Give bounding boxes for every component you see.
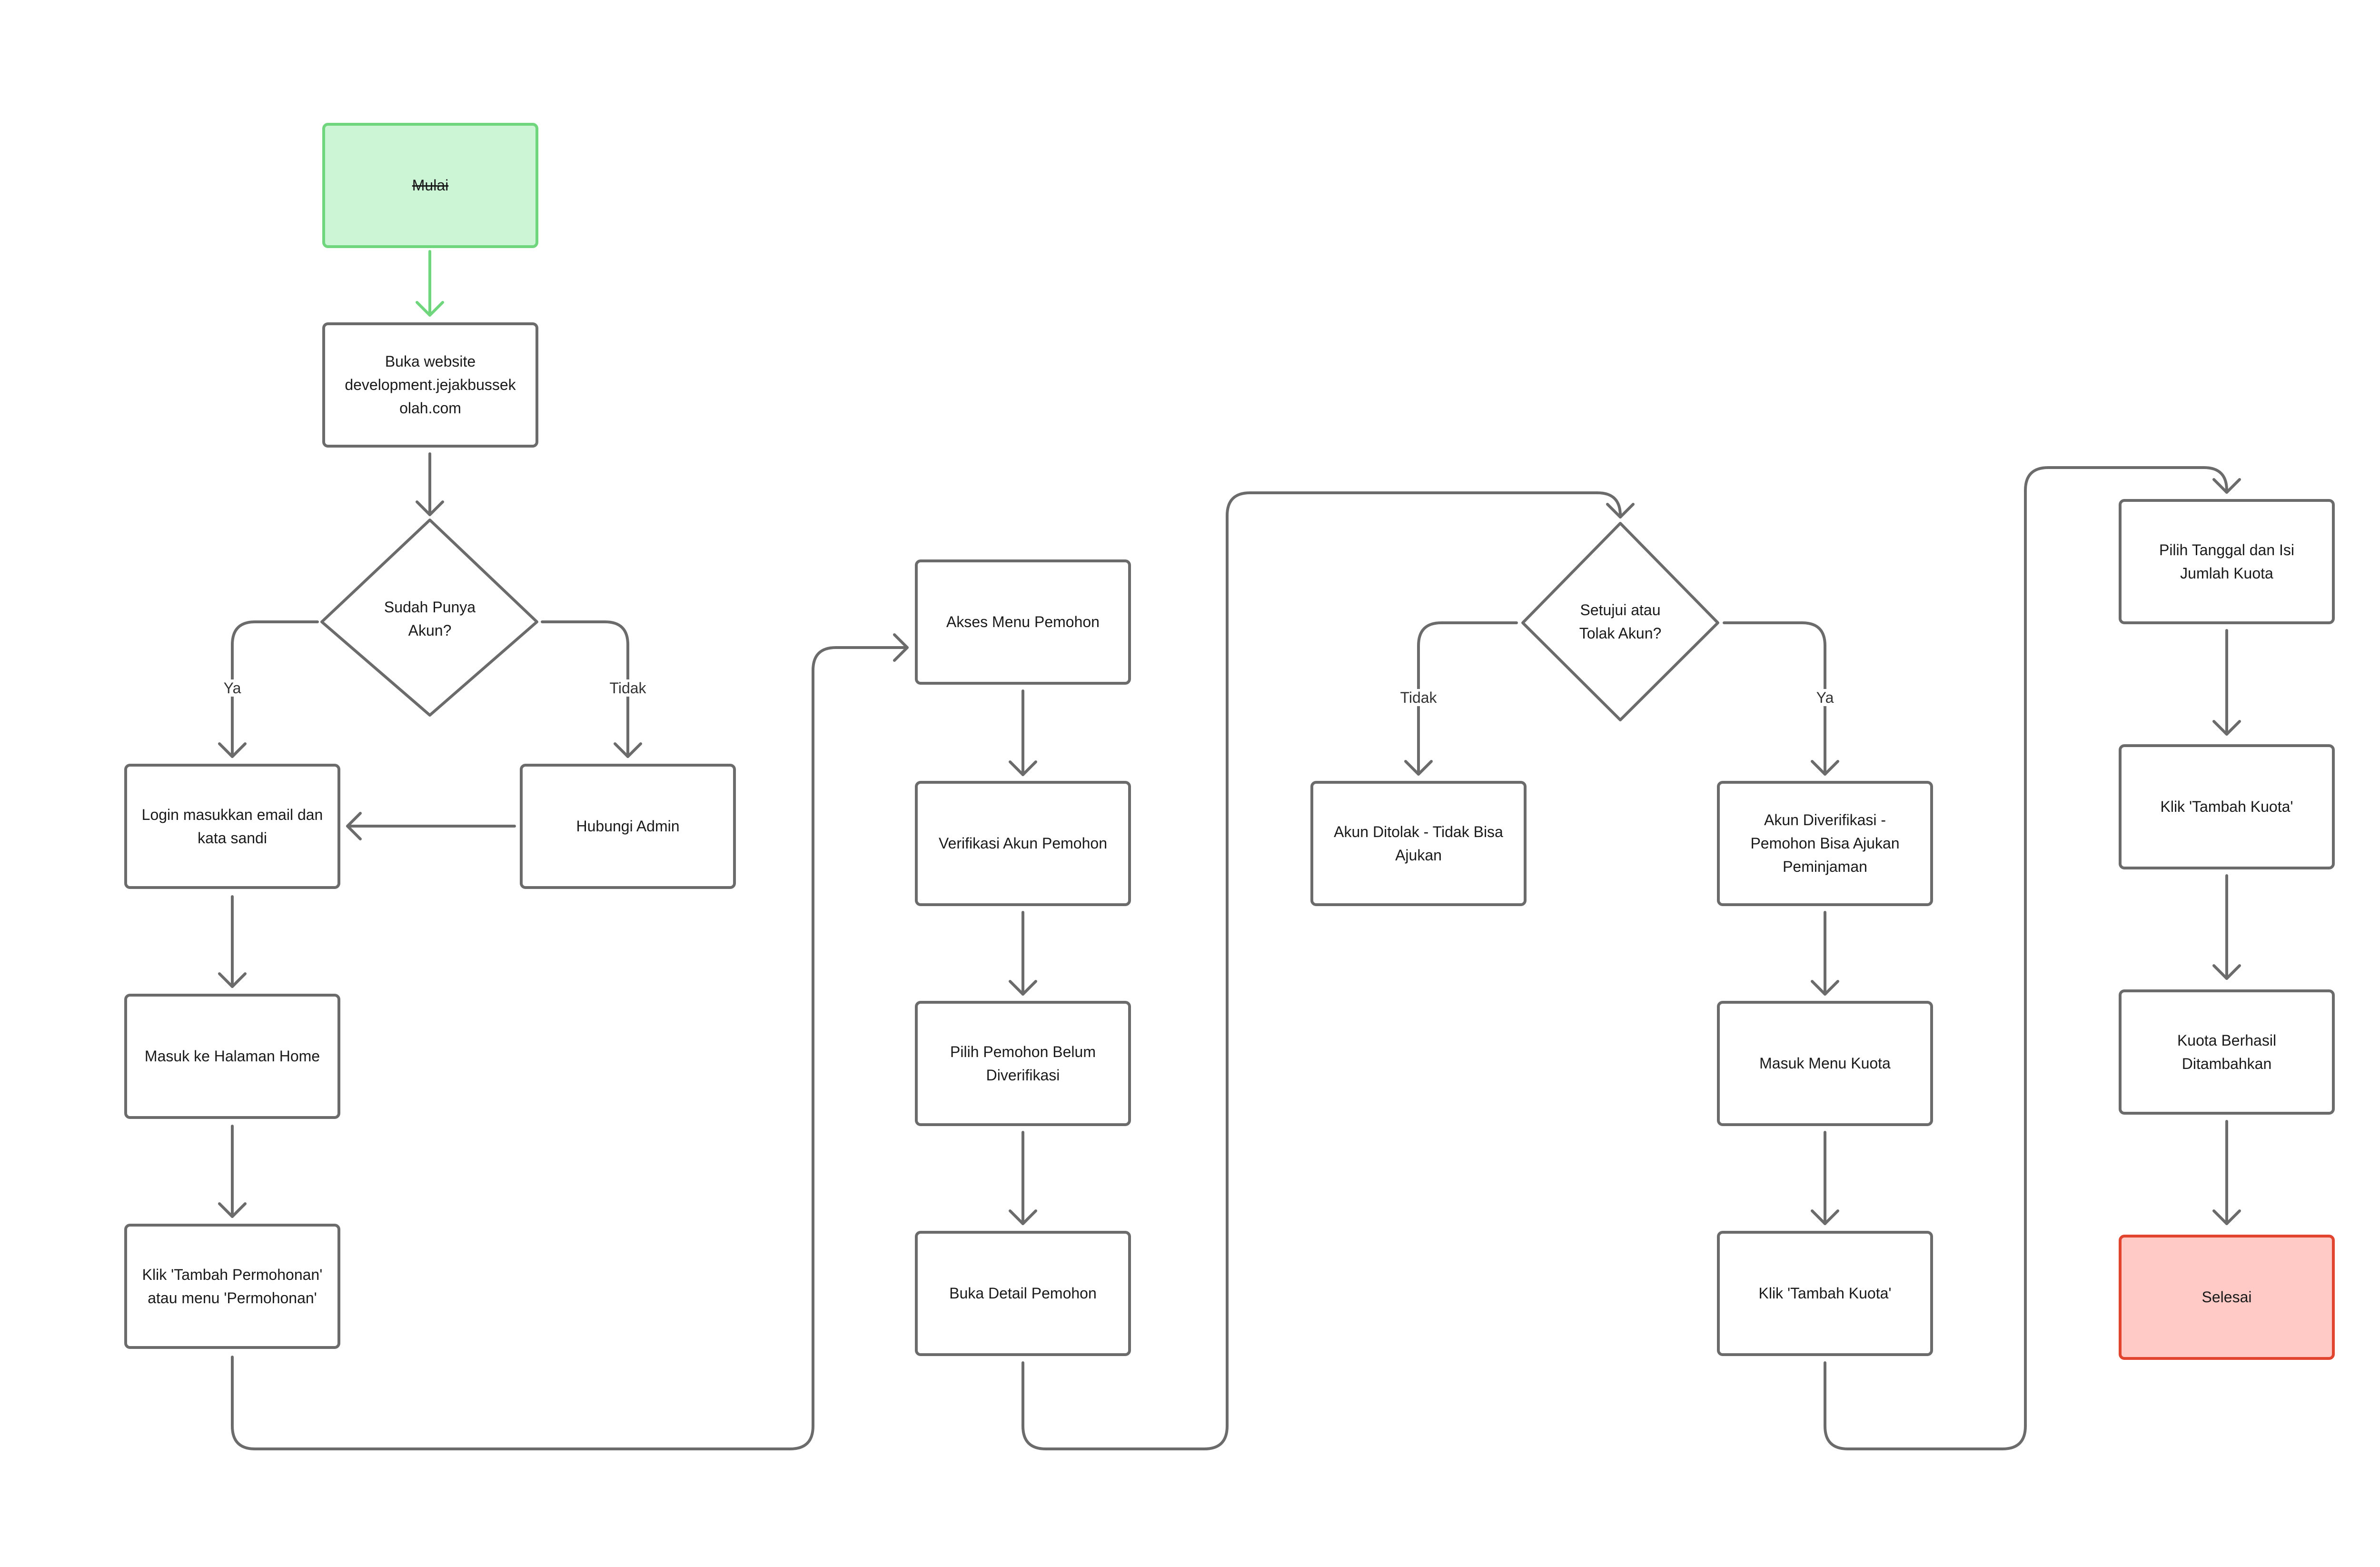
edge-tambah2-to-berhasil [2212,874,2241,980]
node-akun-diverifikasi: Akun Diverifikasi - Pemohon Bisa Ajukan … [1717,781,1933,906]
node-masuk-menu-kuota: Masuk Menu Kuota [1717,1001,1933,1126]
edge-decision2-to-diverifikasi [1723,621,1839,776]
node-klik-tambah-kuota-1: Klik 'Tambah Kuota' [1717,1231,1933,1356]
edge-akses-to-verifikasi [1009,689,1037,776]
node-buka-website: Buka website development.jejakbussek ola… [322,322,538,448]
node-hubungi-admin-label: Hubungi Admin [576,818,680,835]
node-masuk-home-label: Masuk ke Halaman Home [144,1048,320,1065]
edge-label-ya-2: Ya [1787,689,1863,706]
edge-decision-to-login [218,620,319,758]
edge-verifikasi-to-pilih [1009,911,1037,996]
node-pilih-pemohon-label: Pilih Pemohon Belum Diverifikasi [950,1043,1096,1084]
node-login: Login masukkan email dan kata sandi [124,764,340,889]
node-hubungi-admin: Hubungi Admin [520,764,736,889]
node-kuota-berhasil: Kuota Berhasil Ditambahkan [2119,989,2335,1115]
edge-website-to-decision [416,452,444,516]
node-buka-detail-pemohon: Buka Detail Pemohon [915,1231,1131,1356]
edge-pilih-to-detail [1009,1131,1037,1225]
edge-decision-to-admin [541,620,642,758]
node-akun-ditolak-label: Akun Ditolak - Tidak Bisa Ajukan [1334,823,1503,864]
node-pilih-tanggal: Pilih Tanggal dan Isi Jumlah Kuota [2119,499,2335,624]
edge-kuota-to-tambah [1811,1131,1839,1225]
edge-home-to-permohonan [218,1125,247,1218]
decision-setujui-tolak: Setujui atau Tolak Akun? [1579,601,1662,642]
edge-berhasil-to-selesai [2212,1120,2241,1225]
edge-login-to-home [218,895,247,988]
edge-tambah-to-pilih-tanggal [1824,466,2241,1450]
decision-setujui-tolak-shape [1521,522,1719,721]
node-login-label: Login masukkan email dan kata sandi [141,806,323,847]
node-akses-menu-pemohon: Akses Menu Pemohon [915,559,1131,685]
edge-diverifikasi-to-kuota [1811,911,1839,996]
node-klik-tambah-permohonan: Klik 'Tambah Permohonan' atau menu 'Perm… [124,1224,340,1349]
node-klik-tambah-kuota-1-label: Klik 'Tambah Kuota' [1758,1285,1892,1302]
node-buka-detail-pemohon-label: Buka Detail Pemohon [949,1285,1097,1302]
node-akun-diverifikasi-label: Akun Diverifikasi - Pemohon Bisa Ajukan … [1750,811,1900,875]
node-masuk-menu-kuota-label: Masuk Menu Kuota [1759,1055,1891,1072]
node-akses-menu-pemohon-label: Akses Menu Pemohon [946,613,1100,630]
node-verifikasi-akun-pemohon: Verifikasi Akun Pemohon [915,781,1131,906]
node-klik-tambah-permohonan-label: Klik 'Tambah Permohonan' atau menu 'Perm… [142,1266,323,1307]
node-pilih-pemohon: Pilih Pemohon Belum Diverifikasi [915,1001,1131,1126]
edge-permohonan-to-akses [231,633,909,1450]
node-klik-tambah-kuota-2-label: Klik 'Tambah Kuota' [2160,798,2293,815]
edge-start-to-website [416,250,444,317]
node-mulai-label: Mulai [412,177,449,194]
edge-detail-to-decision [1021,491,1635,1450]
node-pilih-tanggal-label: Pilih Tanggal dan Isi Jumlah Kuota [2159,541,2295,582]
node-selesai-label: Selesai [2202,1288,2252,1306]
decision-sudah-punya-akun-shape [320,519,538,717]
node-mulai: Mulai [322,123,538,248]
edge-pilih-tanggal-to-tambah2 [2212,629,2241,736]
edge-decision2-to-ditolak [1404,621,1518,776]
node-klik-tambah-kuota-2: Klik 'Tambah Kuota' [2119,744,2335,869]
edge-label-tidak-1: Tidak [590,679,666,697]
node-kuota-berhasil-label: Kuota Berhasil Ditambahkan [2177,1031,2277,1072]
edge-admin-to-login [346,812,516,840]
decision-sudah-punya-akun: Sudah Punya Akun? [384,599,476,639]
node-buka-website-label: Buka website development.jejakbussek ola… [345,353,516,417]
node-verifikasi-akun-pemohon-label: Verifikasi Akun Pemohon [939,835,1107,852]
node-akun-ditolak: Akun Ditolak - Tidak Bisa Ajukan [1310,781,1527,906]
node-selesai: Selesai [2119,1235,2335,1360]
edge-label-tidak-2: Tidak [1380,689,1457,706]
edge-label-ya-1: Ya [194,679,270,697]
node-masuk-home: Masuk ke Halaman Home [124,994,340,1119]
